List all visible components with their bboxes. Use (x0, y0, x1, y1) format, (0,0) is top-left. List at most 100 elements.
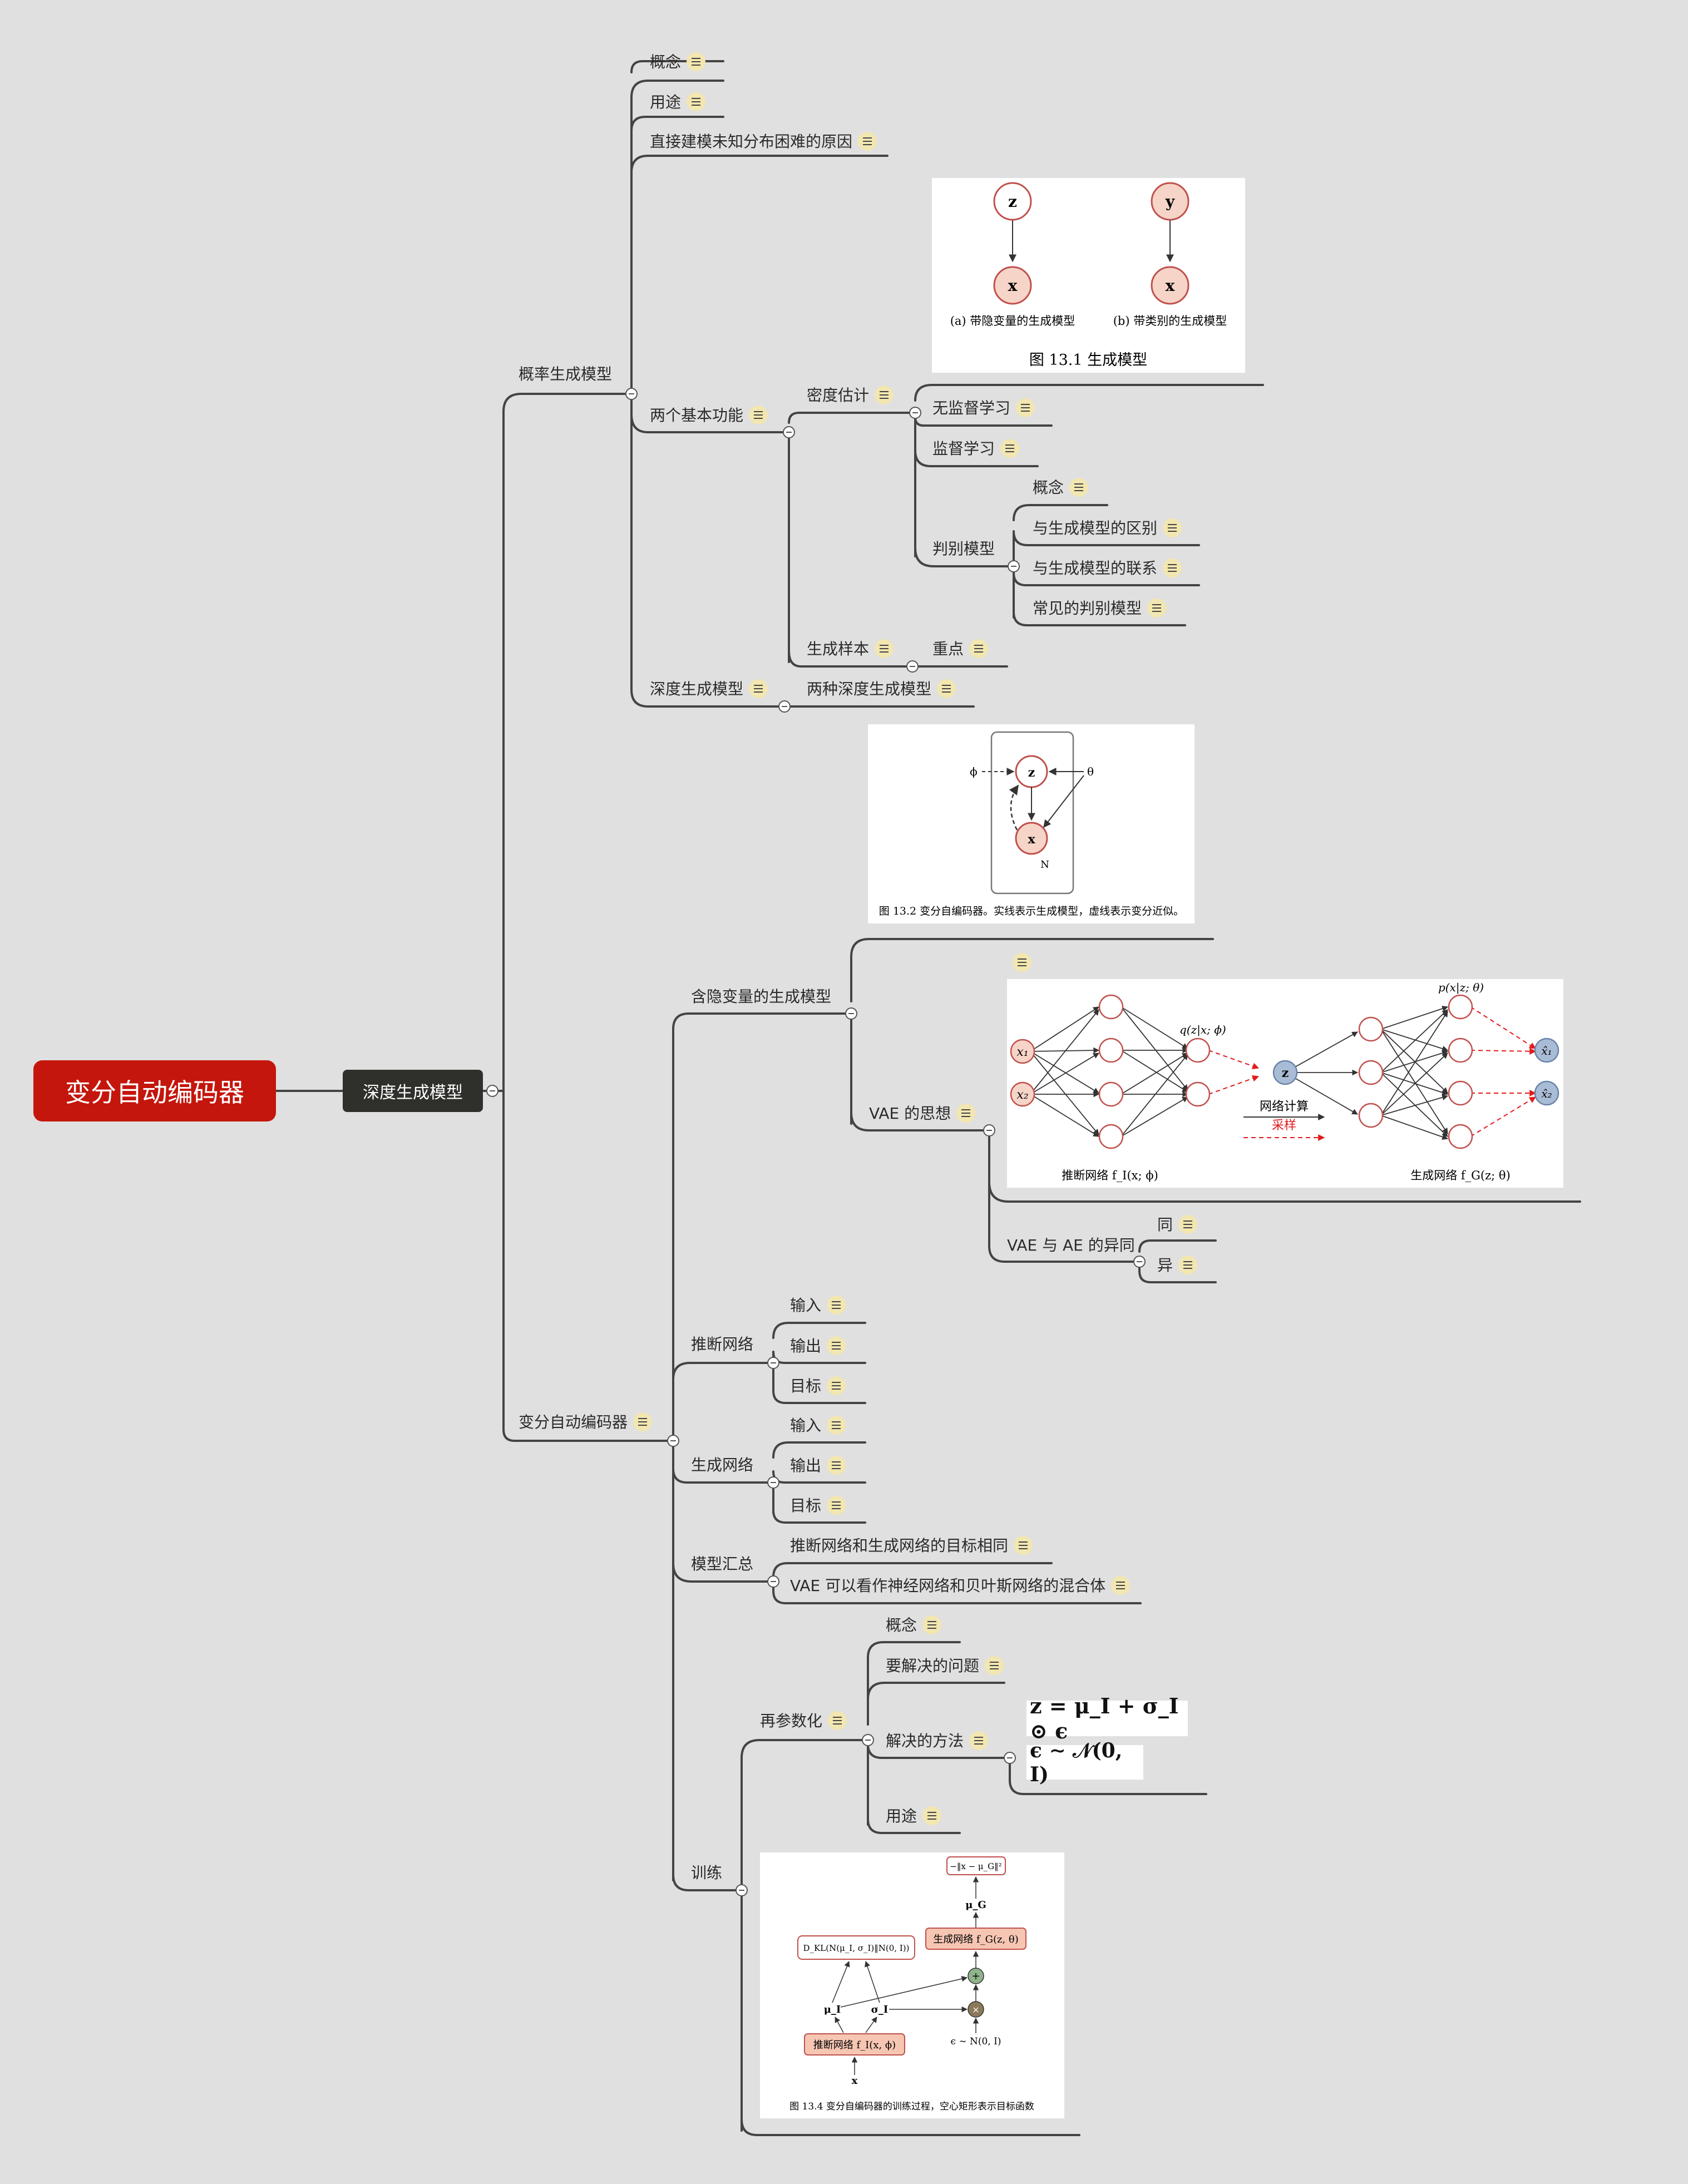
note-icon[interactable] (1014, 1536, 1033, 1555)
node-gen-target[interactable]: 目标 (790, 1496, 846, 1516)
collapse-toggle-vae-ae[interactable] (1133, 1256, 1146, 1268)
node-vae[interactable]: 变分自动编码器 (519, 1412, 653, 1432)
collapse-toggle-training[interactable] (736, 1884, 748, 1896)
note-icon[interactable] (827, 1456, 846, 1475)
node-inf-input[interactable]: 输入 (790, 1296, 846, 1316)
node-sum-2[interactable]: VAE 可以看作神经网络和贝叶斯网络的混合体 (790, 1576, 1131, 1596)
note-icon[interactable] (828, 1711, 847, 1730)
note-icon[interactable] (1016, 398, 1035, 417)
collapse-toggle-summary[interactable] (767, 1575, 779, 1588)
node-discriminative[interactable]: 判别模型 (932, 540, 995, 559)
node-label: 与生成模型的区别 (1033, 519, 1158, 537)
note-icon[interactable] (969, 1731, 989, 1750)
collapse-toggle-gen-samples[interactable] (906, 660, 919, 673)
node-inf-output[interactable]: 输出 (790, 1336, 846, 1356)
note-icon[interactable] (969, 639, 989, 658)
node-same[interactable]: 同 (1157, 1215, 1198, 1235)
root-topic[interactable]: 变分自动编码器 (33, 1060, 276, 1121)
node-difficulty[interactable]: 直接建模未知分布困难的原因 (650, 132, 877, 152)
node-training[interactable]: 训练 (691, 1864, 722, 1882)
fig3-q-label: q(z|x; ϕ) (1179, 1023, 1226, 1037)
node-reparam[interactable]: 再参数化 (760, 1711, 847, 1731)
node-inference-net[interactable]: 推断网络 (691, 1335, 753, 1354)
note-icon[interactable] (1147, 599, 1167, 617)
note-icon[interactable] (875, 386, 894, 404)
note-icon[interactable] (1178, 1256, 1198, 1274)
collapse-toggle-two-functions[interactable] (783, 426, 795, 438)
note-icon[interactable] (749, 406, 768, 424)
node-two-deep[interactable]: 两种深度生成模型 (807, 679, 956, 699)
collapse-toggle-discriminative[interactable] (1008, 560, 1020, 572)
note-icon[interactable] (827, 1376, 846, 1395)
collapse-toggle-reparam[interactable] (862, 1734, 874, 1746)
main-topic[interactable]: 深度生成模型 (343, 1070, 483, 1112)
node-gen-net[interactable]: 生成网络 (691, 1456, 753, 1475)
note-icon[interactable] (749, 679, 768, 698)
node-vae-idea[interactable]: VAE 的思想 (869, 1104, 976, 1124)
node-rp-usage[interactable]: 用途 (886, 1806, 942, 1826)
note-icon[interactable] (1069, 478, 1089, 497)
note-icon[interactable] (1013, 953, 1031, 972)
node-supervised[interactable]: 监督学习 (932, 439, 1020, 459)
note-icon[interactable] (687, 52, 706, 71)
node-gen-input[interactable]: 输入 (790, 1416, 846, 1436)
note-icon[interactable] (875, 639, 894, 658)
node-disc-concept[interactable]: 概念 (1033, 478, 1089, 498)
node-vae-vs-ae[interactable]: VAE 与 AE 的异同 (1007, 1236, 1135, 1255)
collapse-toggle-prob[interactable] (625, 388, 638, 400)
node-rp-method[interactable]: 解决的方法 (886, 1731, 989, 1751)
note-icon[interactable] (1163, 559, 1182, 577)
collapse-toggle-deep-gen[interactable] (778, 700, 791, 713)
node-disc-common[interactable]: 常见的判别模型 (1033, 599, 1167, 619)
node-summary[interactable]: 模型汇总 (691, 1555, 753, 1574)
node-disc-link[interactable]: 与生成模型的联系 (1033, 559, 1182, 579)
note-icon[interactable] (922, 1806, 942, 1825)
node-label: 要解决的问题 (886, 1657, 980, 1675)
node-concept[interactable]: 概念 (650, 52, 706, 72)
node-rp-problem[interactable]: 要解决的问题 (886, 1656, 1004, 1676)
note-icon[interactable] (1111, 1576, 1131, 1595)
note-icon[interactable] (1163, 518, 1182, 537)
collapse-toggle-main[interactable] (486, 1085, 498, 1097)
node-label: 概念 (886, 1616, 917, 1634)
node-density[interactable]: 密度估计 (807, 386, 894, 406)
node-label: 概念 (650, 53, 682, 71)
node-rp-concept[interactable]: 概念 (886, 1615, 942, 1635)
node-gen-samples[interactable]: 生成样本 (807, 639, 894, 659)
node-two-functions[interactable]: 两个基本功能 (650, 406, 768, 426)
collapse-toggle-vae[interactable] (667, 1435, 679, 1447)
node-diff[interactable]: 异 (1157, 1256, 1198, 1276)
note-icon[interactable] (937, 679, 956, 698)
collapse-toggle-vae-idea[interactable] (983, 1124, 995, 1137)
collapse-toggle-rp-method[interactable] (1004, 1752, 1016, 1764)
node-disc-diff[interactable]: 与生成模型的区别 (1033, 518, 1182, 538)
note-icon[interactable] (922, 1615, 942, 1634)
node-latent-model[interactable]: 含隐变量的生成模型 (691, 987, 831, 1006)
node-unsupervised[interactable]: 无监督学习 (932, 398, 1035, 418)
collapse-toggle-latent-model[interactable] (845, 1007, 857, 1020)
collapse-toggle-inference[interactable] (767, 1357, 779, 1369)
note-icon[interactable] (827, 1496, 846, 1515)
note-icon[interactable] (985, 1656, 1004, 1675)
node-inf-target[interactable]: 目标 (790, 1376, 846, 1396)
node-sum-1[interactable]: 推断网络和生成网络的目标相同 (790, 1536, 1033, 1556)
note-icon[interactable] (827, 1296, 846, 1315)
figure-13-2: z x ϕ θ N 图 13.2 变分自编码器。实线表示生成模型，虚线表示变分近… (868, 724, 1195, 923)
collapse-toggle-gen-net[interactable] (767, 1476, 779, 1489)
node-gen-output[interactable]: 输出 (790, 1456, 846, 1476)
node-deep-gen[interactable]: 深度生成模型 (650, 679, 768, 699)
collapse-toggle-density[interactable] (909, 407, 921, 419)
node-usage[interactable]: 用途 (650, 92, 706, 112)
node-prob-model[interactable]: 概率生成模型 (519, 365, 612, 384)
note-icon[interactable] (1178, 1215, 1198, 1234)
fig4-eps: ϵ ∼ N(0, I) (950, 2036, 1001, 2047)
note-icon[interactable] (827, 1336, 846, 1355)
note-icon[interactable] (956, 1104, 976, 1123)
note-icon[interactable] (1000, 439, 1020, 458)
note-icon[interactable] (827, 1416, 846, 1435)
node-label: 解决的方法 (886, 1732, 964, 1750)
note-icon[interactable] (687, 92, 706, 111)
node-key-point[interactable]: 重点 (932, 639, 989, 659)
note-icon[interactable] (858, 132, 877, 151)
note-icon[interactable] (633, 1412, 653, 1431)
